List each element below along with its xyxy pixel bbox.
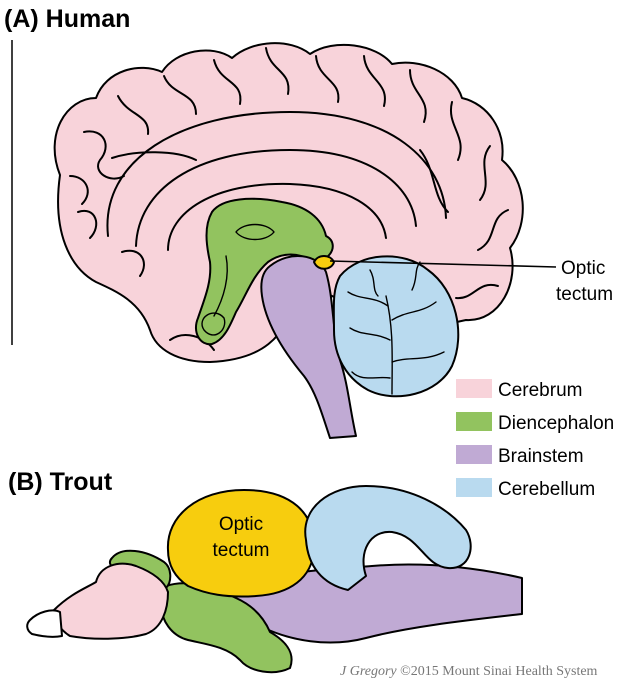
trout-tectum-label-line1: Optic: [219, 514, 263, 535]
legend-label-brainstem: Brainstem: [498, 446, 584, 467]
legend-label-diencephalon: Diencephalon: [498, 413, 614, 434]
human-optic-tectum: [314, 256, 334, 269]
trout-tectum-label-line2: tectum: [212, 540, 269, 561]
legend-swatch-diencephalon: [456, 412, 492, 431]
legend-label-cerebellum: Cerebellum: [498, 479, 595, 500]
legend-swatch-cerebellum: [456, 478, 492, 497]
legend-label-cerebrum: Cerebrum: [498, 380, 582, 401]
panel-a-label: (A) Human: [4, 5, 130, 33]
legend-swatch-cerebrum: [456, 379, 492, 398]
credit-author: J Gregory: [340, 664, 397, 679]
callout-label-line1: Optic: [561, 258, 605, 279]
legend: Cerebrum Diencephalon Brainstem Cerebell…: [456, 379, 614, 500]
legend-swatch-brainstem: [456, 445, 492, 464]
trout-olfactory-bulb: [27, 610, 62, 636]
credit-rest: ©2015 Mount Sinai Health System: [397, 664, 598, 679]
trout-cerebrum: [54, 564, 168, 639]
callout-label-line2: tectum: [556, 284, 613, 305]
credit-line: J Gregory ©2015 Mount Sinai Health Syste…: [340, 664, 598, 679]
panel-b-label: (B) Trout: [8, 468, 113, 496]
